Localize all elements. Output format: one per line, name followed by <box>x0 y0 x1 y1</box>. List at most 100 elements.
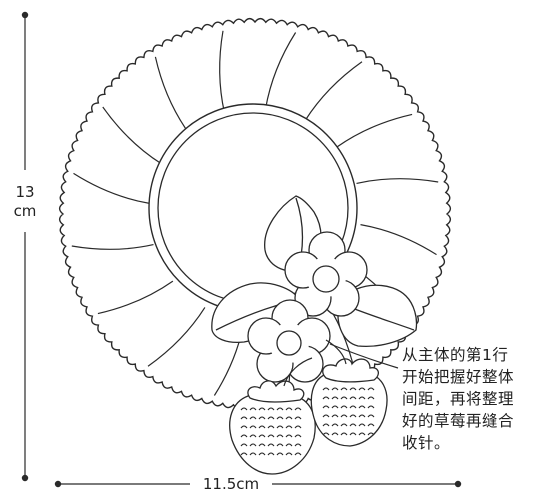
flower-lower-center <box>276 330 302 356</box>
strawberry-seed <box>358 387 366 391</box>
strawberry-seed <box>367 432 375 436</box>
strawberry-seed <box>249 416 257 420</box>
strawberry-seed <box>367 405 375 409</box>
strawberry-seed <box>349 423 357 427</box>
strawberry-seed <box>258 425 266 429</box>
strawberry-seed <box>276 434 284 438</box>
strawberry-seed <box>294 452 302 456</box>
wreath-segment-line <box>147 307 206 367</box>
wreath-segment-line <box>356 178 439 184</box>
strawberry-seed <box>358 414 366 418</box>
strawberry-seed <box>340 414 348 418</box>
leaves <box>211 195 418 348</box>
strawberry-seed <box>285 452 293 456</box>
strawberry-seed <box>331 405 339 409</box>
strawberry-seed <box>294 407 302 411</box>
strawberry-seed <box>267 452 275 456</box>
strawberry-seed <box>349 432 357 436</box>
strawberry-seed <box>249 443 257 447</box>
wreath-segment-line <box>336 113 413 148</box>
wreath-segment-line <box>73 172 150 204</box>
strawberry-seed <box>258 452 266 456</box>
note-leader-line <box>329 343 399 369</box>
strawberry-seed <box>358 432 366 436</box>
wreath-segment-line <box>71 244 154 250</box>
flower-upper-center <box>312 265 340 293</box>
strawberry-seed <box>276 416 284 420</box>
strawberry-seed <box>322 432 330 436</box>
wreath-segment-line <box>360 224 437 256</box>
strawberry-seed <box>294 434 302 438</box>
strawberry-seed <box>358 405 366 409</box>
strawberry-seed <box>349 414 357 418</box>
strawberry-seed <box>258 443 266 447</box>
note-line-4: 好的草莓再缝合 <box>402 412 515 430</box>
strawberry-seed <box>331 414 339 418</box>
strawberry-left-calyx <box>247 380 305 403</box>
strawberry-seed <box>331 432 339 436</box>
strawberry-seed <box>276 425 284 429</box>
strawberry-seed <box>285 416 293 420</box>
strawberry-seed <box>285 434 293 438</box>
strawberry-seed <box>349 396 357 400</box>
strawberry-seed <box>285 425 293 429</box>
flower-lower <box>247 299 331 383</box>
strawberry-seed <box>322 405 330 409</box>
note-line-1: 从主体的第1行 <box>402 346 509 364</box>
strawberry-seed <box>331 387 339 391</box>
strawberry-seed <box>322 396 330 400</box>
strawberry-seed <box>331 423 339 427</box>
berry-stems <box>283 339 347 387</box>
strawberry-seed <box>267 407 275 411</box>
strawberry-seed <box>249 425 257 429</box>
strawberry-seed <box>240 434 248 438</box>
wreath-segment-line <box>265 32 297 109</box>
strawberry-seed <box>358 396 366 400</box>
strawberry-seed <box>349 405 357 409</box>
strawberry-seed <box>276 407 284 411</box>
width-dimension <box>54 480 462 488</box>
strawberry-seed <box>267 443 275 447</box>
note-line-3: 间距，再将整理 <box>402 390 515 408</box>
strawberry-seed <box>367 396 375 400</box>
strawberry-seed <box>267 416 275 420</box>
strawberry-seed <box>367 387 375 391</box>
strawberry-seed <box>249 434 257 438</box>
flower-upper <box>284 231 368 317</box>
strawberry-seed <box>240 416 248 420</box>
strawberry-seed <box>340 396 348 400</box>
strawberry-seed <box>267 425 275 429</box>
strawberry-seed <box>258 416 266 420</box>
strawberry-right <box>310 358 388 447</box>
strawberry-right-calyx <box>322 358 379 383</box>
strawberry-seed <box>249 452 257 456</box>
strawberry-seed <box>294 416 302 420</box>
strawberry-left <box>229 380 316 475</box>
strawberry-seed <box>340 387 348 391</box>
strawberry-seed <box>240 443 248 447</box>
strawberry-seed <box>240 452 248 456</box>
note-line-5: 收针。 <box>402 434 451 452</box>
strawberry-seed <box>340 423 348 427</box>
height-dimension <box>21 11 29 482</box>
strawberry-seed <box>240 407 248 411</box>
strawberry-seed <box>267 434 275 438</box>
strawberry-seed <box>331 396 339 400</box>
strawberry-seed <box>240 425 248 429</box>
strawberry-seed <box>258 407 266 411</box>
wreath-segment-line <box>154 56 189 133</box>
wreath-segment-line <box>102 106 162 165</box>
strawberry-seed <box>249 407 257 411</box>
strawberry-seed <box>367 414 375 418</box>
strawberry-seed <box>340 405 348 409</box>
strawberry-seed <box>285 443 293 447</box>
strawberry-seed <box>276 443 284 447</box>
height-value: 13 <box>15 183 34 201</box>
strawberry-seed <box>367 423 375 427</box>
strawberry-seed <box>294 443 302 447</box>
strawberry-seed <box>276 452 284 456</box>
height-unit: cm <box>14 202 37 220</box>
strawberry-seed <box>358 423 366 427</box>
strawberry-seed <box>322 414 330 418</box>
